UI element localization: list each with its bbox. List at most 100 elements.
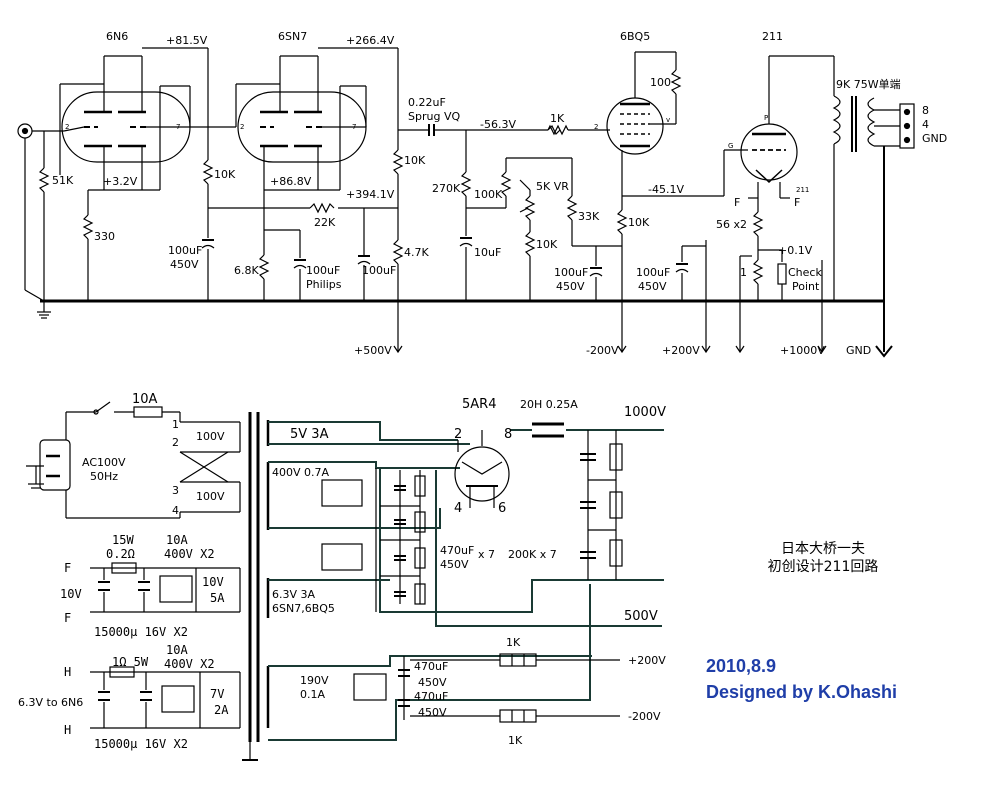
capacitor-philips [293,264,307,269]
label-330: 330 [94,230,115,243]
label-1ohm-5w: 1Ω 5W [112,655,149,669]
gnd-label: GND [846,344,871,357]
resistor-10k-c [524,231,536,257]
label-6sn7-6bq5: 6SN7,6BQ5 [272,602,335,615]
resistor-1ohm [752,259,764,285]
label-100k: 100K [474,188,503,201]
label-check: Check [788,266,822,279]
label-tap4: 4 [922,118,929,131]
resistor-51k [38,167,50,193]
label-choke: 20H 0.25A [520,398,578,411]
resistor-270k [460,171,472,197]
pin-5ar4-8: 8 [504,427,512,442]
label-10a-d2: 10A [166,643,188,657]
label-1ohm: 1 [740,266,747,279]
label-100uf-d: 100uF [636,266,670,279]
bridge-rectifier-10v [159,575,193,603]
label-63v: 6.3V 3A [272,588,316,601]
label-450v-a: 450V [170,258,199,271]
pin-p2: 2 [172,436,179,449]
label-500v: 500V [624,609,658,624]
resistor-10k-b [392,149,404,175]
resistor-33k [566,195,578,221]
label-1k-neg: 1K [508,734,523,747]
label-450v-bank: 450V [440,558,469,571]
tube-5ar4 [454,446,510,502]
rail-1000: +1000V [780,344,825,357]
resistor-4k7 [392,239,404,265]
label-1k: 1K [550,112,565,125]
resistor-100k [500,171,512,197]
label-100: 100 [650,76,671,89]
label-270k: 270K [432,182,461,195]
label-7v: 7V [210,687,224,701]
resistor-1k-neg [499,709,537,723]
tube-label-211: 211 [762,30,783,43]
resistor-6k8 [258,254,270,280]
label-190v: 190V [300,674,329,687]
label-400v-x2: 400V X2 [164,547,215,561]
label-otx: 9K 75W单端 [836,78,901,91]
rail-500: +500V [354,344,392,357]
label-470uf-b: 470uF [414,690,448,703]
label-6k8: 6.8K [234,264,259,277]
credit-author: Designed by K.Ohashi [706,682,898,702]
resistor-22k [309,202,335,214]
pin-5ar4-4: 4 [454,501,462,516]
pin-2-v3: 2 [594,123,598,131]
resistor-10k-a [202,159,214,185]
label-450v-c: 450V [556,280,585,293]
pin-p-v4: P [764,114,768,122]
pin-p3: 3 [172,484,179,497]
label-x7: x 7 [478,548,495,561]
voltage-v2-cathode: +86.8V [270,175,312,188]
label-vr5k: 5K VR [536,180,569,193]
voltage-394: +394.1V [346,188,395,201]
resistor-100 [670,69,682,95]
resistor-56x2 [752,211,764,237]
rail-200: +200V [662,344,700,357]
label-450v-ps-b: 450V [418,706,447,719]
label-50hz: 50Hz [90,470,118,483]
label-450v-d: 450V [638,280,667,293]
label-5a: 5A [210,591,225,605]
capacitor-100uf-c [589,272,603,277]
label-15000b: 15000μ 16V X2 [94,737,188,751]
pin-5ar4-2: 2 [454,427,462,442]
rail-m200: -200V [586,344,619,357]
label-h1: H [64,665,71,679]
label-22k: 22K [314,216,336,229]
label-63v-6n6: 6.3V to 6N6 [18,696,83,709]
label-h2: H [64,723,71,737]
label-100v-a: 100V [196,430,225,443]
label-100uf-c: 100uF [554,266,588,279]
fuse-10a [133,406,163,418]
label-plus200: +200V [628,654,666,667]
label-5v3a: 5V 3A [290,427,329,442]
label-1000v: 1000V [624,405,666,420]
tube-label-6bq5: 6BQ5 [620,30,650,43]
label-10k-d: 10K [628,216,650,229]
label-philips-cap: 100uF [306,264,340,277]
pin-p1: 1 [172,418,179,431]
label-470uf-a: 470uF [414,660,448,673]
label-fil-left: F [734,196,740,209]
tube-label-6sn7: 6SN7 [278,30,307,43]
label-10k-a: 10K [214,168,236,181]
label-10v-in: 10V [60,587,82,601]
label-51k: 51K [52,174,74,187]
credit-date: 2010,8.9 [706,656,777,676]
ac-inlet [39,439,71,491]
resistor-1k [547,124,561,136]
label-15w: 15W [112,533,134,547]
label-400v: 400V 0.7A [272,466,330,479]
trace-5v [268,421,458,441]
label-10a-d: 10A [166,533,188,547]
label-400v-x2b: 400V X2 [164,657,215,671]
label-022uf: 0.22uF [408,96,446,109]
pin-p4: 4 [172,504,179,517]
bridge-rectifier-400v-b [321,543,363,571]
label-200k: 200K x 7 [508,548,557,561]
label-450v-ps-a: 450V [418,676,447,689]
